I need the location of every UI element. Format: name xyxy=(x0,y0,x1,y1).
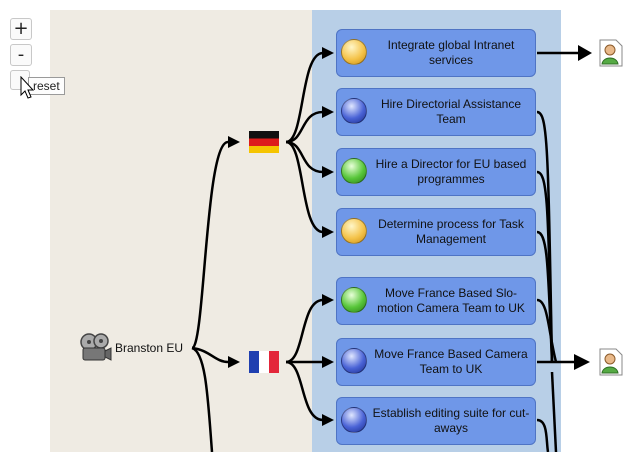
task-label: Move France Based Slo-motion Camera Team… xyxy=(377,286,525,315)
task-label: Determine process for Task Management xyxy=(378,217,524,246)
task-node[interactable]: Move France Based Slo-motion Camera Team… xyxy=(336,277,536,325)
status-dot-green-icon xyxy=(341,287,367,313)
task-node[interactable]: Determine process for Task Management xyxy=(336,208,536,256)
task-label: Hire a Director for EU based programmes xyxy=(375,157,527,186)
root-node-label[interactable]: Branston EU xyxy=(115,341,184,355)
beige-panel xyxy=(50,10,312,452)
status-dot-blue-icon xyxy=(341,348,367,374)
france-flag-icon[interactable] xyxy=(249,351,279,373)
mouse-cursor-icon xyxy=(20,76,35,99)
task-node[interactable]: Integrate global Intranet services xyxy=(336,29,536,77)
task-label: Move France Based Camera Team to UK xyxy=(374,347,528,376)
user-document-icon[interactable] xyxy=(598,347,624,377)
task-node[interactable]: Establish editing suite for cut-aways xyxy=(336,397,536,445)
zoom-out-button[interactable]: - xyxy=(10,44,32,66)
task-node[interactable]: Move France Based Camera Team to UK xyxy=(336,338,536,386)
status-dot-yellow-icon xyxy=(341,218,367,244)
user-document-icon[interactable] xyxy=(598,38,624,68)
status-dot-blue-icon xyxy=(341,98,367,124)
task-label: Integrate global Intranet services xyxy=(387,38,515,67)
status-dot-yellow-icon xyxy=(341,39,367,65)
task-label: Establish editing suite for cut-aways xyxy=(372,406,530,435)
task-node[interactable]: Hire Directorial Assistance Team xyxy=(336,88,536,136)
task-label: Hire Directorial Assistance Team xyxy=(380,97,522,126)
task-node[interactable]: Hire a Director for EU based programmes xyxy=(336,148,536,196)
status-dot-green-icon xyxy=(341,158,367,184)
status-dot-blue-icon xyxy=(341,407,367,433)
film-reel-icon xyxy=(80,333,112,361)
germany-flag-icon[interactable] xyxy=(249,131,279,153)
zoom-in-button[interactable]: + xyxy=(10,18,32,40)
